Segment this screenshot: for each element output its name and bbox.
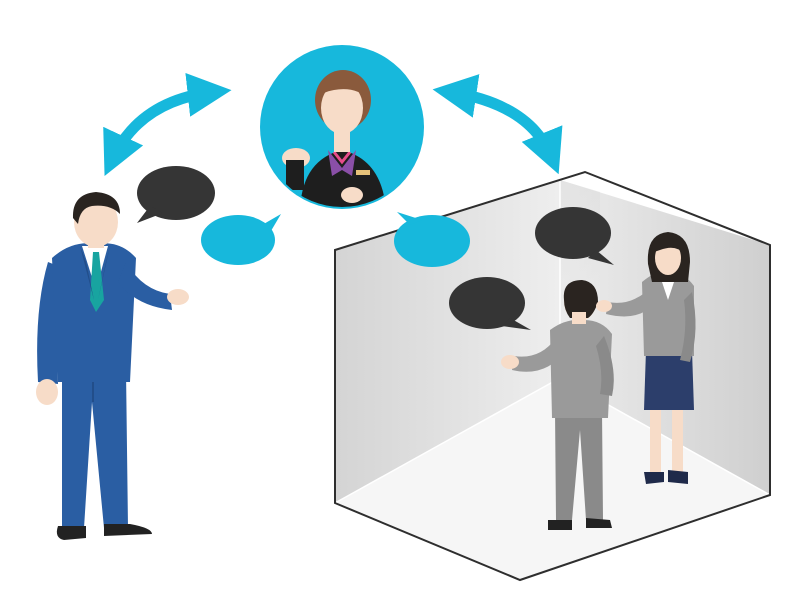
speech-bubble-blue-left: [201, 214, 281, 265]
businesswoman-gray-suit: [596, 232, 696, 484]
speech-bubble-dark-room-top: [535, 207, 614, 265]
speech-bubble-blue-room: [394, 212, 470, 267]
speech-bubble-dark-room-mid: [449, 277, 531, 330]
concierge-badge: CONCIERGE: [248, 12, 435, 209]
concierge-person-icon: [282, 70, 386, 207]
businessman-blue-suit: [36, 192, 189, 540]
right-double-arrow: [432, 74, 563, 175]
speech-bubble-dark-left: [137, 166, 215, 223]
businessman-gray-suit: [501, 280, 614, 530]
left-double-arrow: [103, 72, 232, 176]
